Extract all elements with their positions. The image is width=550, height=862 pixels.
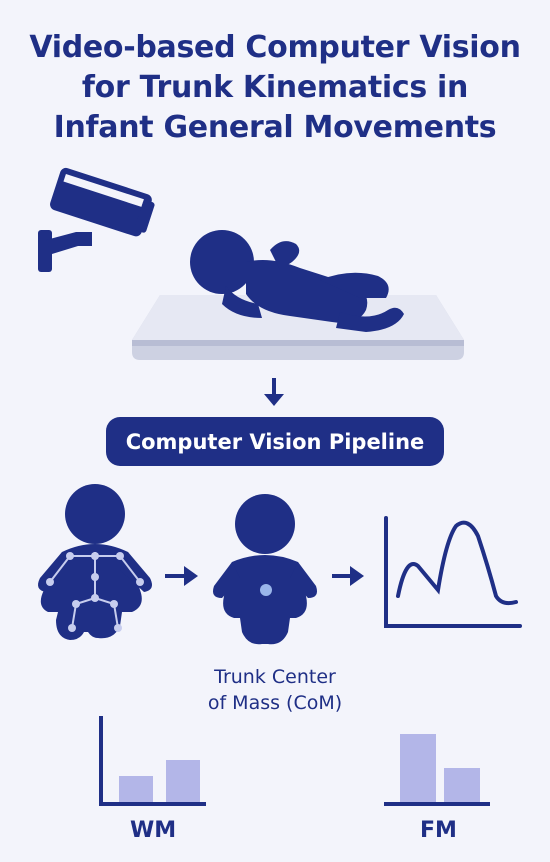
com-infant-icon	[213, 494, 317, 645]
com-label: Trunk Center of Mass (CoM)	[180, 664, 370, 716]
com-dot	[260, 584, 272, 596]
wm-label: WM	[130, 818, 177, 843]
skeleton-infant-icon	[38, 484, 152, 640]
camera-icon	[38, 167, 155, 272]
title-line-2: for Trunk Kinematics in	[81, 70, 469, 105]
arrow-right-icon	[165, 566, 198, 586]
infant-on-mattress-icon	[190, 230, 404, 332]
title-line-3: Infant General Movements	[53, 110, 497, 145]
fm-bar-2	[444, 768, 480, 802]
fm-bar-chart	[384, 734, 490, 806]
arrow-down-icon	[264, 378, 284, 406]
title-line-1: Video-based Computer Vision	[29, 30, 521, 65]
wm-bar-1	[119, 776, 153, 802]
page-title: Video-based Computer Vision for Trunk Ki…	[0, 28, 550, 148]
fm-label: FM	[420, 818, 457, 843]
wm-bar-2	[166, 760, 200, 802]
wm-bar-chart	[99, 716, 206, 806]
curve-graph-icon	[384, 516, 522, 628]
pipeline-label: Computer Vision Pipeline	[106, 417, 444, 466]
com-label-line-2: of Mass (CoM)	[207, 692, 343, 714]
arrow-right-icon	[332, 566, 364, 586]
com-label-line-1: Trunk Center	[214, 666, 336, 688]
fm-bar-1	[400, 734, 436, 802]
